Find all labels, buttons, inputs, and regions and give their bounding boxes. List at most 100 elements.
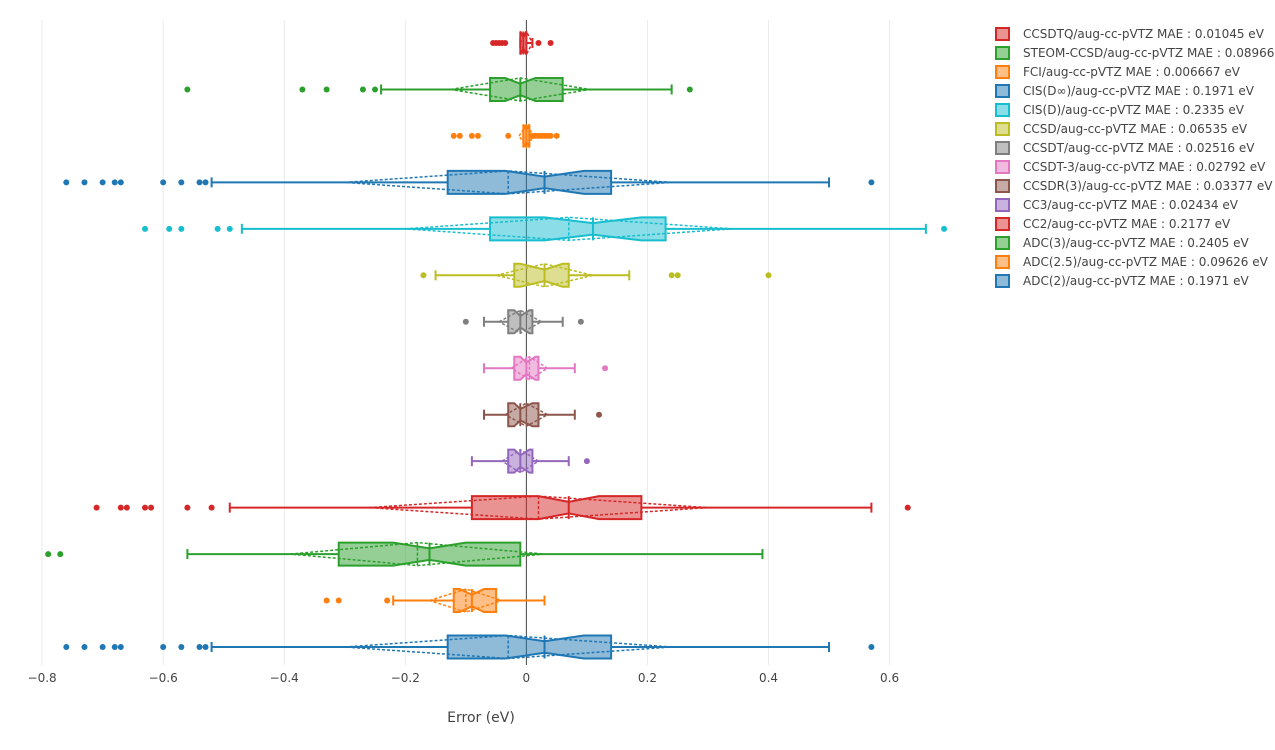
mean-sd-diamond (290, 541, 545, 567)
outlier-point (674, 272, 681, 279)
legend-item[interactable]: CCSD/aug-cc-pVTZ MAE : 0.06535 eV (995, 122, 1248, 136)
legend-label: STEOM-CCSD/aug-cc-pVTZ MAE : 0.08966 eV (1023, 46, 1275, 60)
outlier-point (553, 132, 560, 139)
outlier-point (577, 318, 584, 325)
outlier-point (81, 179, 88, 186)
outlier-point (450, 132, 457, 139)
grid-lines (41, 20, 891, 665)
box-trace (450, 123, 560, 149)
legend-label: FCI/aug-cc-pVTZ MAE : 0.006667 eV (1023, 65, 1241, 79)
outlier-point (468, 132, 475, 139)
legend-swatch (995, 27, 1010, 41)
outlier-point (384, 597, 391, 604)
outlier-point (63, 179, 70, 186)
mean-sd-diamond (450, 77, 591, 102)
x-tick-label: 0.2 (638, 671, 657, 685)
mean-sd-diamond (495, 263, 594, 288)
legend[interactable]: CCSDTQ/aug-cc-pVTZ MAE : 0.01045 eV STEOM… (995, 27, 1275, 288)
x-tick-label: 0.6 (880, 671, 899, 685)
legend-swatch (995, 141, 1010, 155)
legend-item[interactable]: FCI/aug-cc-pVTZ MAE : 0.006667 eV (995, 65, 1241, 79)
outlier-point (686, 86, 693, 93)
legend-item[interactable]: ADC(2.5)/aug-cc-pVTZ MAE : 0.09626 eV (995, 255, 1269, 269)
outlier-point (596, 411, 603, 418)
x-tick-label: −0.8 (28, 671, 57, 685)
outlier-point (178, 644, 185, 650)
box-body (513, 262, 570, 288)
legend-item[interactable]: ADC(3)/aug-cc-pVTZ MAE : 0.2405 eV (995, 236, 1249, 250)
outlier-point (142, 225, 149, 232)
box-trace (63, 634, 875, 660)
legend-item[interactable]: CCSDT/aug-cc-pVTZ MAE : 0.02516 eV (995, 141, 1255, 155)
outlier-point (111, 644, 118, 650)
legend-swatch (995, 217, 1010, 231)
outlier-point (178, 179, 185, 186)
legend-item[interactable]: CCSDR(3)/aug-cc-pVTZ MAE : 0.03377 eV (995, 179, 1273, 193)
outlier-point (904, 504, 911, 511)
legend-swatch (995, 255, 1010, 269)
box-trace (470, 448, 590, 474)
box-trace (142, 216, 948, 242)
outlier-point (299, 86, 306, 93)
mean-sd-diamond (509, 355, 549, 381)
legend-swatch (995, 84, 1010, 98)
legend-label: ADC(3)/aug-cc-pVTZ MAE : 0.2405 eV (1023, 236, 1249, 250)
legend-item[interactable]: CIS(D)/aug-cc-pVTZ MAE : 0.2335 eV (995, 103, 1245, 117)
outlier-point (420, 272, 427, 279)
box-trace (323, 588, 546, 614)
outlier-point (456, 132, 463, 139)
legend-item[interactable]: ADC(2)/aug-cc-pVTZ MAE : 0.1971 eV (995, 274, 1249, 288)
x-tick-label: −0.4 (270, 671, 299, 685)
legend-label: CCSD/aug-cc-pVTZ MAE : 0.06535 eV (1023, 122, 1248, 136)
outlier-point (226, 225, 233, 232)
box-trace (93, 495, 911, 521)
mean-sd-diamond (503, 402, 550, 428)
outlier-point (123, 504, 130, 511)
legend-item[interactable]: CIS(D∞)/aug-cc-pVTZ MAE : 0.1971 eV (995, 84, 1255, 98)
legend-item[interactable]: CC3/aug-cc-pVTZ MAE : 0.02434 eV (995, 198, 1239, 212)
legend-item[interactable]: CCSDTQ/aug-cc-pVTZ MAE : 0.01045 eV (995, 27, 1265, 41)
outlier-point (323, 86, 330, 93)
legend-label: CIS(D)/aug-cc-pVTZ MAE : 0.2335 eV (1023, 103, 1245, 117)
mean-sd-diamond (344, 170, 672, 195)
outlier-point (505, 132, 512, 139)
legend-item[interactable]: STEOM-CCSD/aug-cc-pVTZ MAE : 0.08966 eV (995, 46, 1275, 60)
outlier-point (57, 551, 64, 558)
mean-sd-diamond (427, 588, 505, 613)
legend-swatch (995, 274, 1010, 288)
outlier-point (868, 179, 875, 186)
outlier-point (184, 86, 191, 93)
outlier-point (160, 644, 167, 650)
legend-swatch (995, 236, 1010, 250)
box-trace (483, 355, 609, 381)
box-body (470, 495, 643, 521)
x-tick-label: 0.4 (759, 671, 778, 685)
outlier-point (178, 225, 185, 232)
x-axis-title: Error (eV) (447, 710, 515, 726)
outlier-point (765, 272, 772, 279)
mean-sd-diamond (368, 495, 709, 520)
legend-label: ADC(2)/aug-cc-pVTZ MAE : 0.1971 eV (1023, 274, 1249, 288)
legend-label: CCSDR(3)/aug-cc-pVTZ MAE : 0.03377 eV (1023, 179, 1273, 193)
outlier-point (166, 225, 173, 232)
legend-item[interactable]: CCSDT-3/aug-cc-pVTZ MAE : 0.02792 eV (995, 160, 1266, 174)
outlier-point (117, 504, 124, 511)
legend-swatch (995, 103, 1010, 117)
outlier-point (474, 132, 481, 139)
legend-swatch (995, 179, 1010, 193)
outlier-point (117, 179, 124, 186)
outlier-point (99, 179, 106, 186)
mean-sd-diamond (500, 448, 540, 474)
outlier-point (583, 458, 590, 465)
outlier-point (602, 365, 609, 372)
outlier-point (335, 597, 342, 604)
mean-sd-diamond (519, 29, 534, 57)
outlier-point (63, 644, 70, 650)
outlier-point (372, 86, 379, 93)
outlier-point (214, 225, 221, 232)
outlier-point (99, 644, 106, 650)
outlier-point (547, 132, 554, 139)
legend-item[interactable]: CC2/aug-cc-pVTZ MAE : 0.2177 eV (995, 217, 1231, 231)
outlier-point (462, 318, 469, 325)
outlier-point (535, 40, 542, 46)
